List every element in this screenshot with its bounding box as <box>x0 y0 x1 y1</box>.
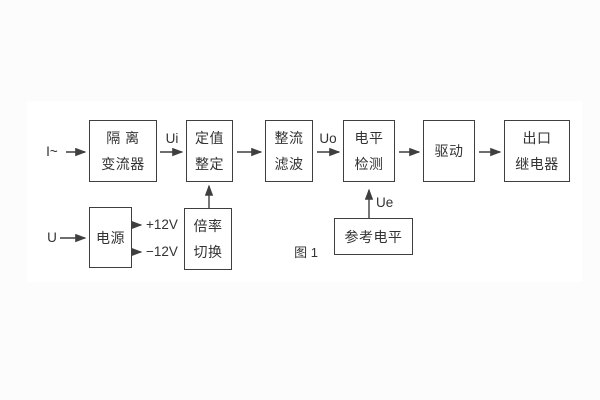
signal-ue-label: Ue <box>376 195 394 210</box>
block-label: 切换 <box>193 244 223 260</box>
signal-input-current-label: I~ <box>46 144 58 159</box>
block-label: 倍率 <box>193 218 223 234</box>
block-rectifier-filter: 整流 滤波 <box>265 120 313 182</box>
block-reference-level: 参考电平 <box>334 218 413 255</box>
block-label: 检测 <box>354 156 384 172</box>
signal-plus-12v-label: +12V <box>146 217 178 232</box>
block-label: 继电器 <box>515 156 559 172</box>
signal-minus-12v-label: −12V <box>146 244 178 259</box>
block-output-relay: 出口 继电器 <box>504 120 570 182</box>
block-driver: 驱动 <box>423 120 475 182</box>
block-label: 电源 <box>96 229 125 246</box>
signal-input-voltage-label: U <box>47 230 57 245</box>
block-label: 定值 <box>195 130 224 146</box>
block-label: 隔 离 <box>106 130 140 146</box>
block-label: 电平 <box>354 130 384 146</box>
block-label: 驱动 <box>434 143 464 159</box>
block-setpoint-adjust: 定值 整定 <box>186 120 233 182</box>
block-level-detector: 电平 检测 <box>343 120 395 182</box>
block-power-supply: 电源 <box>89 207 132 268</box>
block-label: 滤波 <box>274 156 304 172</box>
block-isolation-transformer: 隔 离 变流器 <box>89 120 157 182</box>
block-label: 出口 <box>522 130 552 146</box>
block-label: 整定 <box>195 156 224 172</box>
block-label: 变流器 <box>101 156 145 172</box>
block-label: 整流 <box>274 130 304 146</box>
signal-uo-label: Uo <box>319 131 337 146</box>
signal-ui-label: Ui <box>165 131 179 146</box>
block-label: 参考电平 <box>344 228 403 245</box>
block-multiplier-switch: 倍率 切换 <box>184 208 232 270</box>
figure-caption: 图 1 <box>294 245 318 260</box>
